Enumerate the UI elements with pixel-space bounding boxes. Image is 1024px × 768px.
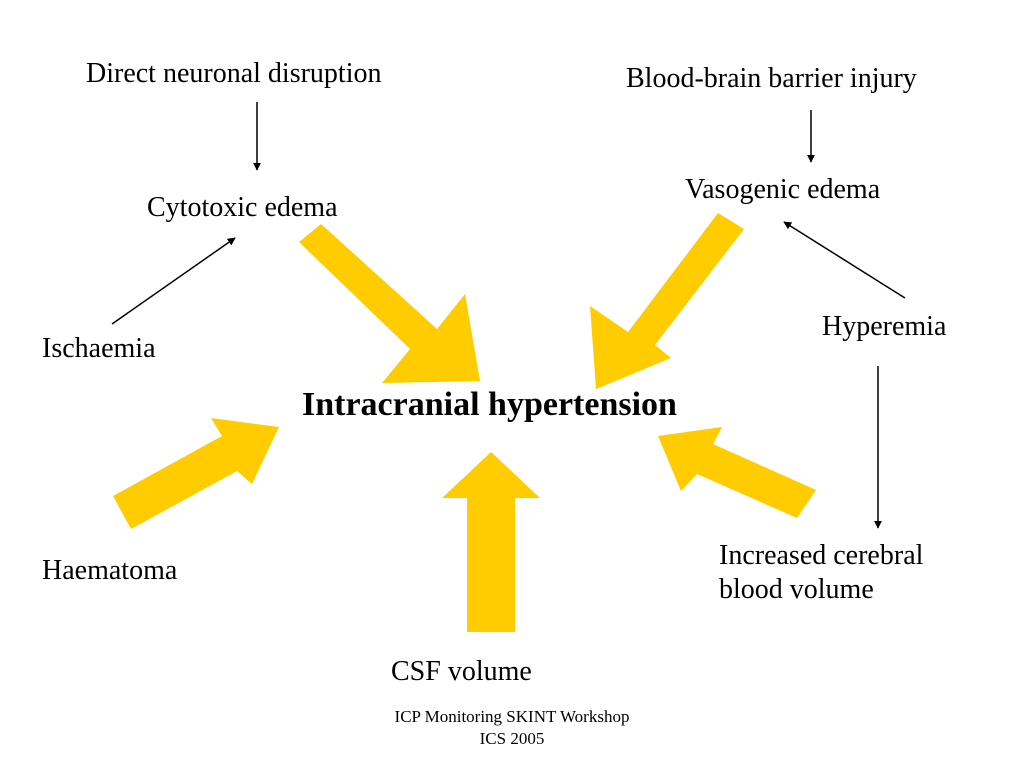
node-csf-volume: CSF volume — [391, 656, 532, 687]
node-haematoma: Haematoma — [42, 555, 178, 586]
node-cytotoxic-edema: Cytotoxic edema — [147, 192, 338, 223]
node-ischaemia: Ischaemia — [42, 333, 156, 364]
node-intracranial-hypertension: Intracranial hypertension — [302, 386, 677, 423]
big-arrow-csf-to-ich — [442, 452, 540, 632]
footer-line1: ICP Monitoring SKINT Workshop — [394, 707, 630, 726]
big-arrow-cytotoxic-to-ich — [299, 224, 480, 383]
node-direct-neuronal-disruption: Direct neuronal disruption — [86, 58, 382, 89]
footer: ICP Monitoring SKINT Workshop ICS 2005 — [312, 706, 712, 750]
big-arrow-cbv-to-ich — [658, 427, 816, 518]
big-arrow-vasogenic-to-ich — [590, 213, 744, 389]
node-vasogenic-edema: Vasogenic edema — [685, 174, 881, 205]
node-increased-cerebral-blood-volume: Increased cerebral blood volume — [719, 539, 923, 606]
node-increased-cbv-line2: blood volume — [719, 573, 874, 605]
node-hyperemia: Hyperemia — [822, 311, 947, 342]
footer-line2: ICS 2005 — [479, 729, 545, 749]
arrow-hyperemia-to-vasogenic — [783, 221, 906, 299]
arrow-ischaemia-to-cytotoxic — [111, 237, 236, 325]
big-arrow-haematoma-to-ich — [113, 418, 279, 529]
node-blood-brain-barrier-injury: Blood-brain barrier injury — [626, 63, 917, 94]
node-increased-cbv-line1: Increased cerebral — [719, 540, 924, 571]
